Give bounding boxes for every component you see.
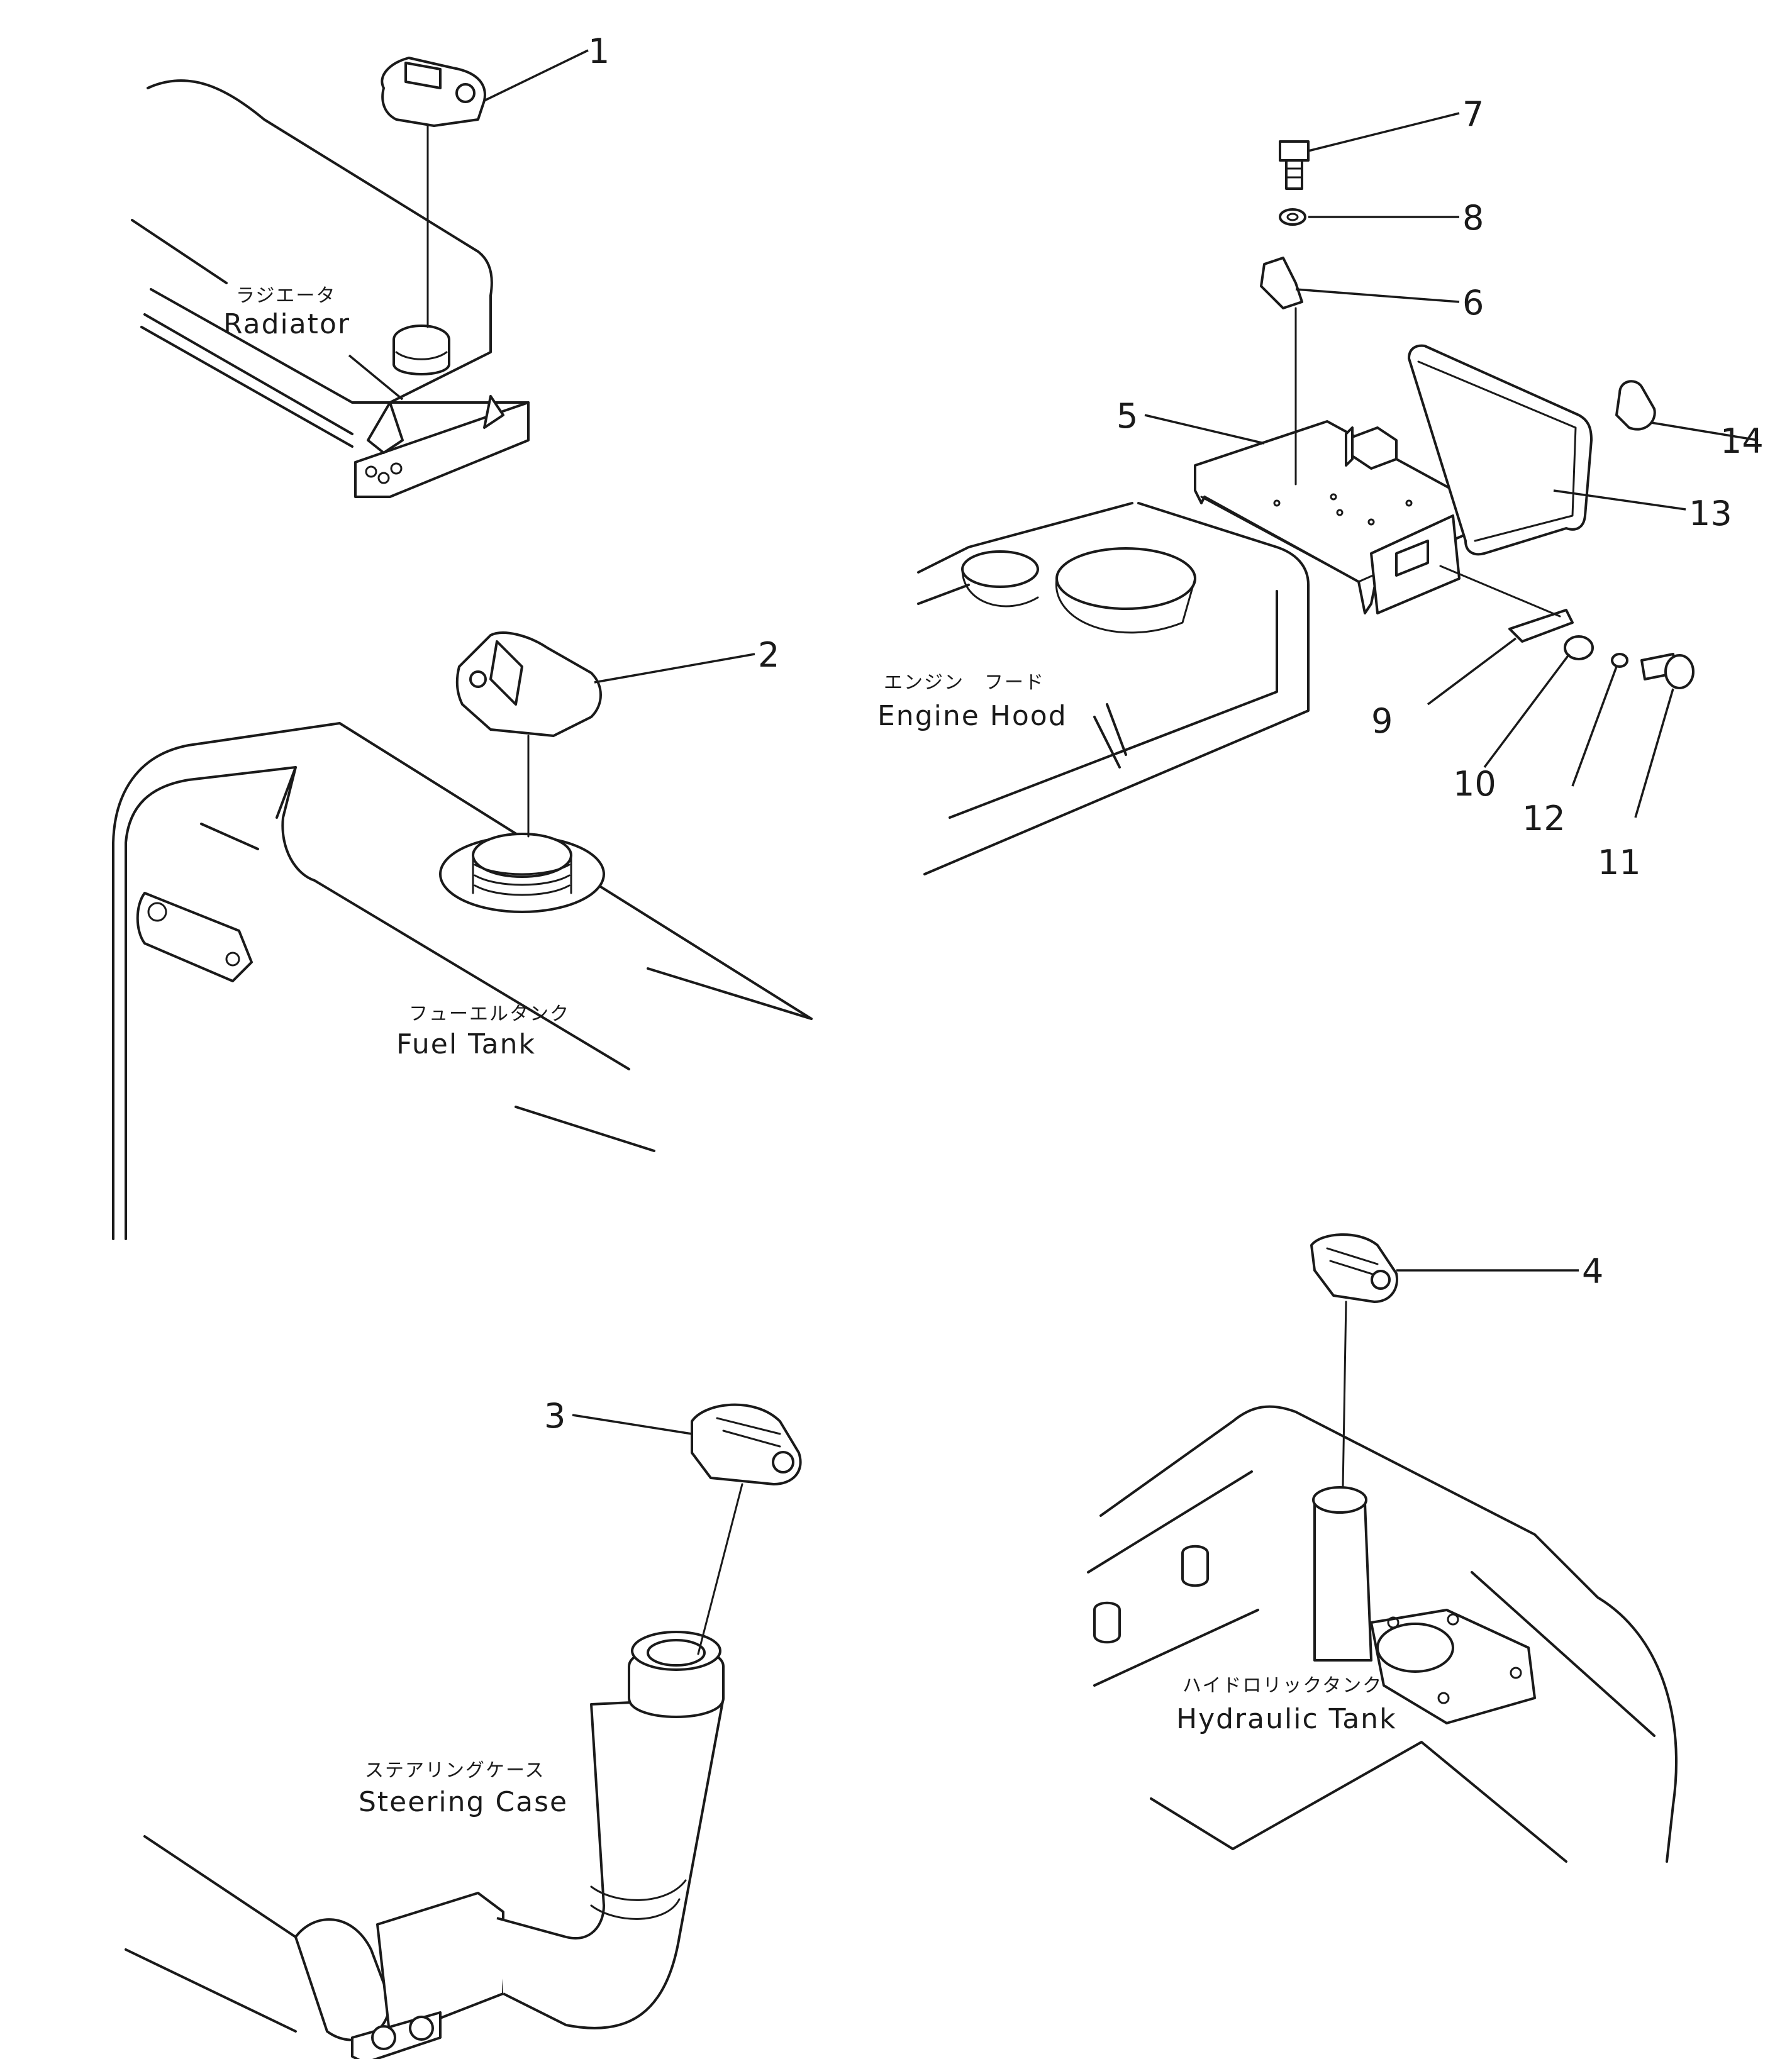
callout-3: 3 [544, 1396, 565, 1436]
pin-part-9 [1508, 609, 1574, 643]
bolt-part-7 [1279, 140, 1310, 190]
steering-case-assembly [125, 1403, 802, 2059]
callout-1: 1 [588, 31, 609, 71]
leader-lines [484, 49, 1759, 1435]
callout-12: 12 [1522, 799, 1566, 838]
callout-14: 14 [1720, 421, 1764, 461]
component-labels: ラジエータ Radiator フューエルタンク Fuel Tank エンジン フ… [223, 285, 1397, 1818]
radiator-assembly [131, 57, 530, 498]
steering-case-label-jp: ステアリングケース [365, 1760, 545, 1782]
callout-numbers: 1 2 3 4 5 6 7 8 9 10 11 12 13 14 [544, 31, 1764, 1436]
hydraulic-tank-assembly [1087, 1233, 1678, 1863]
engine-hood-label-jp: エンジン フード [884, 672, 1045, 694]
callout-6: 6 [1462, 283, 1484, 323]
bracket-part-5 [1194, 420, 1467, 614]
callout-5: 5 [1116, 396, 1138, 436]
fuel-tank-assembly [112, 631, 813, 1240]
hydraulic-tank-cap [1310, 1233, 1398, 1303]
callout-13: 13 [1689, 494, 1732, 533]
hydraulic-tank-label-en: Hydraulic Tank [1176, 1703, 1397, 1735]
radiator-cap [381, 57, 486, 127]
engine-hood-label-en: Engine Hood [877, 700, 1067, 732]
part-12 [1611, 653, 1628, 668]
callout-7: 7 [1462, 94, 1484, 134]
washer-part-8 [1279, 208, 1306, 226]
radiator-label-jp: ラジエータ [236, 285, 336, 307]
callout-10: 10 [1453, 764, 1496, 804]
callout-11: 11 [1598, 843, 1641, 882]
part-10 [1564, 635, 1594, 660]
hydraulic-tank-label-jp: ハイドロリックタンク [1183, 1675, 1383, 1697]
callout-2: 2 [758, 635, 779, 675]
part-11 [1640, 653, 1695, 689]
steering-case-cap [691, 1403, 802, 1485]
callout-8: 8 [1462, 198, 1484, 238]
callout-4: 4 [1582, 1251, 1603, 1291]
engine-hood-assembly [917, 140, 1695, 875]
callout-9: 9 [1371, 701, 1393, 741]
steering-case-label-en: Steering Case [359, 1786, 568, 1818]
fuel-tank-label-jp: フューエルタンク [409, 1003, 570, 1025]
latch-part-6 [1260, 257, 1303, 309]
radiator-label-en: Radiator [223, 308, 350, 340]
fuel-tank-cap [455, 631, 602, 737]
part-14 [1615, 380, 1656, 431]
gasket-part-13 [1408, 344, 1593, 556]
fuel-tank-label-en: Fuel Tank [396, 1028, 536, 1060]
